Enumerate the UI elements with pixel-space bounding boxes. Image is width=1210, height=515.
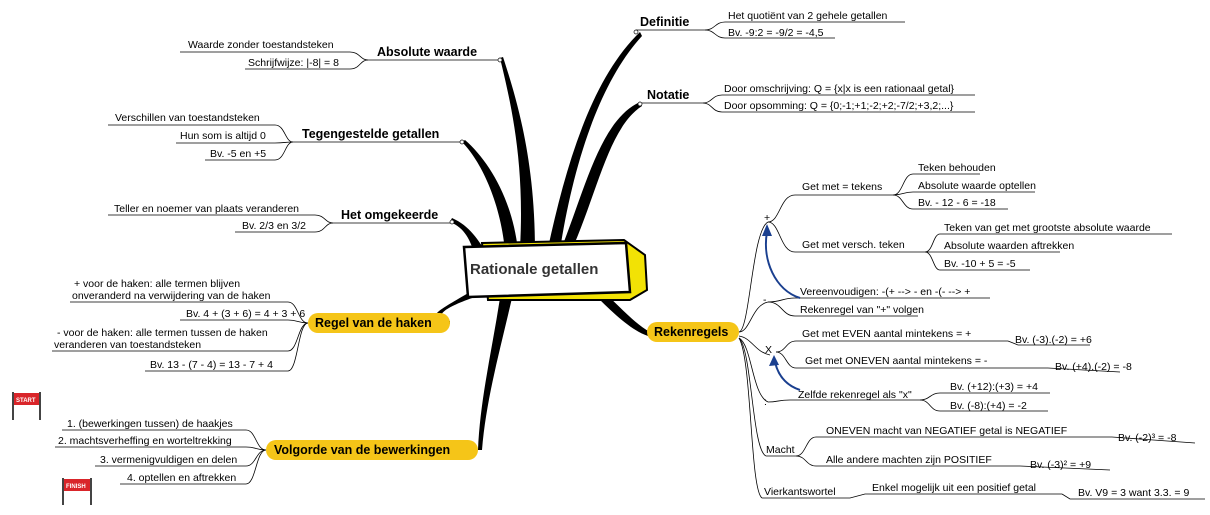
topic-notatie[interactable]: Notatie Door omschrijving: Q = {x|x is e… <box>637 83 975 113</box>
volgorde-item: 4. optellen en aftrekken <box>127 472 236 484</box>
haken-item: - voor de haken: alle termen tussen de h… <box>57 327 268 339</box>
haken-item: Bv. 13 - (7 - 4) = 13 - 7 + 4 <box>150 359 273 371</box>
deel-label: Zelfde rekenregel als "x" <box>798 389 912 401</box>
min-item: Rekenregel van "+" volgen <box>800 304 924 316</box>
start-flag-icon: START <box>12 392 41 420</box>
topic-rekenregels-label: Rekenregels <box>654 325 728 339</box>
maal-oneven-label: Get met ONEVEN aantal mintekens = - <box>805 355 988 367</box>
plus-gelijk-item: Bv. - 12 - 6 = -18 <box>918 197 996 209</box>
topic-haken-label: Regel van de haken <box>315 316 432 330</box>
topic-volgorde-label: Volgorde van de bewerkingen <box>274 443 450 457</box>
absolute-item: Waarde zonder toestandsteken <box>188 39 334 51</box>
haken-item: + voor de haken: alle termen blijven <box>74 278 240 290</box>
plus-versch-item: Bv. -10 + 5 = -5 <box>944 258 1016 270</box>
notatie-item: Door omschrijving: Q = {x|x is een ratio… <box>724 83 955 95</box>
topic-notatie-label: Notatie <box>647 88 689 102</box>
omgekeerde-item: Bv. 2/3 en 3/2 <box>242 220 306 232</box>
macht-oneven-label: ONEVEN macht van NEGATIEF getal is NEGAT… <box>826 425 1067 437</box>
topic-tegengestelde-label: Tegengestelde getallen <box>302 127 439 141</box>
macht-andere-example: Bv. (-3)² = +9 <box>1030 459 1091 471</box>
tegengestelde-item: Hun som is altijd 0 <box>180 130 266 142</box>
topic-absolute-label: Absolute waarde <box>377 45 477 59</box>
arrow-head-icon <box>762 224 772 236</box>
tegengestelde-item: Bv. -5 en +5 <box>210 148 266 160</box>
macht-andere-label: Alle andere machten zijn POSITIEF <box>826 454 992 466</box>
topic-regel-haken[interactable]: Regel van de haken + voor de haken: alle… <box>52 278 450 372</box>
maal-even-label: Get met EVEN aantal mintekens = + <box>802 328 971 340</box>
plus-gelijk-item: Teken behouden <box>918 162 996 174</box>
haken-item: Bv. 4 + (3 + 6) = 4 + 3 + 6 <box>186 308 305 320</box>
arrow-head-icon <box>769 355 779 366</box>
topic-definitie[interactable]: Definitie Het quotiënt van 2 gehele geta… <box>633 10 905 39</box>
plus-versch-label: Get met versch. teken <box>802 239 905 251</box>
volgorde-item: 3. vermenigvuldigen en delen <box>100 454 237 466</box>
topic-absolute-waarde[interactable]: Absolute waarde Waarde zonder toestandst… <box>180 39 503 70</box>
op-plus: + <box>764 212 770 224</box>
op-deel: : <box>764 396 767 408</box>
macht-label: Macht <box>766 444 795 456</box>
start-flag-text: START <box>16 398 36 404</box>
macht-oneven-example: Bv. (-2)³ = -8 <box>1118 432 1177 444</box>
absolute-item: Schrijfwijze: |-8| = 8 <box>248 57 339 69</box>
op-maal: X <box>765 344 772 356</box>
topic-tegengestelde[interactable]: Tegengestelde getallen Verschillen van t… <box>108 112 465 161</box>
center-title: Rationale getallen <box>470 261 598 278</box>
wortel-item: Enkel mogelijk uit een positief getal <box>872 482 1036 494</box>
maal-oneven-example: Bv. (+4).(-2) = -8 <box>1055 361 1132 373</box>
topic-omgekeerde[interactable]: Het omgekeerde Teller en noemer van plaa… <box>108 203 455 233</box>
finish-flag-icon: FINISH <box>62 478 92 505</box>
notatie-item: Door opsomming: Q = {0;-1;+1;-2;+2;-7/2;… <box>724 100 954 112</box>
omgekeerde-item: Teller en noemer van plaats veranderen <box>114 203 299 215</box>
finish-flag-text: FINISH <box>66 484 86 490</box>
tegengestelde-item: Verschillen van toestandsteken <box>115 112 260 124</box>
maal-even-example: Bv. (-3).(-2) = +6 <box>1015 334 1092 346</box>
deel-item: Bv. (-8):(+4) = -2 <box>950 400 1027 412</box>
definitie-item: Het quotiënt van 2 gehele getallen <box>728 10 888 22</box>
center-node[interactable]: Rationale getallen <box>462 238 649 301</box>
plus-gelijk-label: Get met = tekens <box>802 181 882 193</box>
min-item: Vereenvoudigen: -(+ --> - en -(- --> + <box>800 286 970 298</box>
volgorde-item: 2. machtsverheffing en worteltrekking <box>58 435 232 447</box>
volgorde-item: 1. (bewerkingen tussen) de haakjes <box>67 418 233 430</box>
topic-volgorde[interactable]: Volgorde van de bewerkingen 1. (bewerkin… <box>55 418 478 485</box>
plus-gelijk-item: Absolute waarde optellen <box>918 180 1036 192</box>
plus-versch-item: Teken van get met grootste absolute waar… <box>944 222 1151 234</box>
op-min: - <box>763 294 767 306</box>
plus-versch-item: Absolute waarden aftrekken <box>944 240 1074 252</box>
deel-item: Bv. (+12):(+3) = +4 <box>950 381 1038 393</box>
haken-item: veranderen van toestandsteken <box>54 339 201 351</box>
wortel-example: Bv. V9 = 3 want 3.3. = 9 <box>1078 487 1189 499</box>
topic-rekenregels[interactable]: Rekenregels + Get met = tekens Teken beh… <box>647 162 1205 500</box>
wortel-label: Vierkantswortel <box>764 486 836 498</box>
topic-omgekeerde-label: Het omgekeerde <box>341 208 438 222</box>
haken-item: onveranderd na verwijdering van de haken <box>72 290 271 302</box>
definitie-item: Bv. -9:2 = -9/2 = -4,5 <box>728 27 824 39</box>
topic-definitie-label: Definitie <box>640 15 689 29</box>
